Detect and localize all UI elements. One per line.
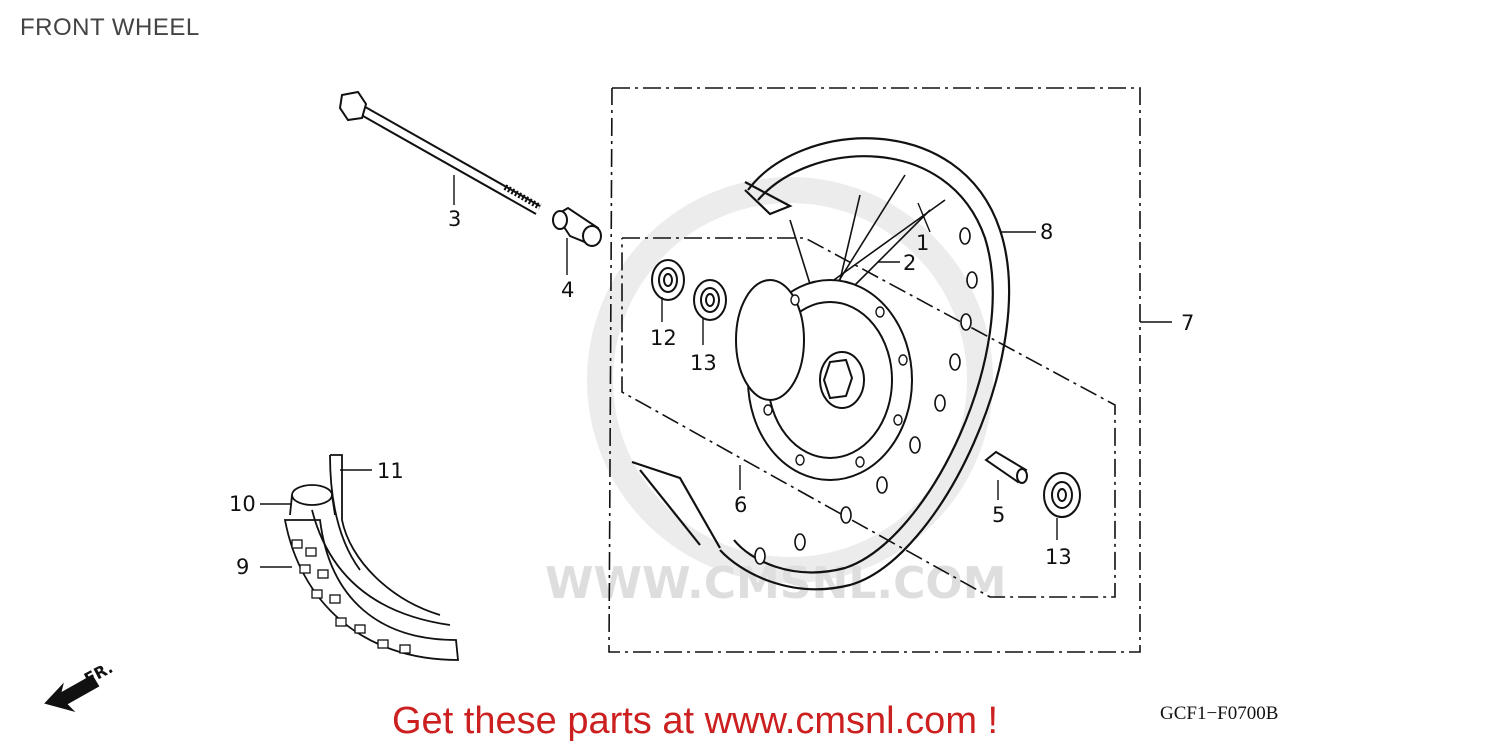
- callout-11: 11: [377, 459, 404, 483]
- leader-lines: [260, 175, 1172, 568]
- axle-bolt: [338, 90, 542, 215]
- bearing-12: [651, 259, 685, 301]
- distance-collar: [984, 450, 1028, 484]
- callout-10: 10: [229, 492, 256, 516]
- bearing-13-left: [693, 279, 727, 321]
- callout-4: 4: [561, 278, 574, 302]
- tire-tread: [291, 539, 411, 654]
- front-direction-arrow: FR.: [44, 658, 116, 712]
- callout-3: 3: [448, 207, 461, 231]
- hub-assembly-outline: [621, 237, 1116, 598]
- callout-8: 8: [1040, 220, 1053, 244]
- axle-collar: [552, 206, 602, 247]
- rim-spoke-holes: [754, 227, 978, 565]
- tire-tube-rimband: [283, 454, 459, 661]
- promo-link[interactable]: Get these parts at www.cmsnl.com !: [392, 700, 999, 742]
- callout-1: 1: [916, 231, 929, 255]
- callout-5: 5: [992, 503, 1005, 527]
- bearing-13-right: [1043, 472, 1081, 518]
- callout-12: 12: [650, 326, 677, 350]
- callout-13-left: 13: [690, 351, 717, 375]
- callout-9: 9: [236, 555, 249, 579]
- callout-13-right: 13: [1045, 545, 1072, 569]
- hub-bolt-holes: [763, 294, 908, 468]
- callout-7: 7: [1181, 311, 1194, 335]
- callout-6: 6: [734, 493, 747, 517]
- wheel-assembly-outline: [608, 87, 1141, 653]
- callouts: 3 4 12 13 1 2 8 7 6 5 13 11 10 9: [229, 207, 1194, 579]
- diagram-code: GCF1−F0700B: [1160, 703, 1278, 724]
- wheel-rim: [631, 137, 1011, 591]
- wheel-hub: [735, 279, 913, 481]
- page-title: FRONT WHEEL: [20, 14, 200, 41]
- spokes: [789, 174, 946, 301]
- callout-2: 2: [903, 251, 916, 275]
